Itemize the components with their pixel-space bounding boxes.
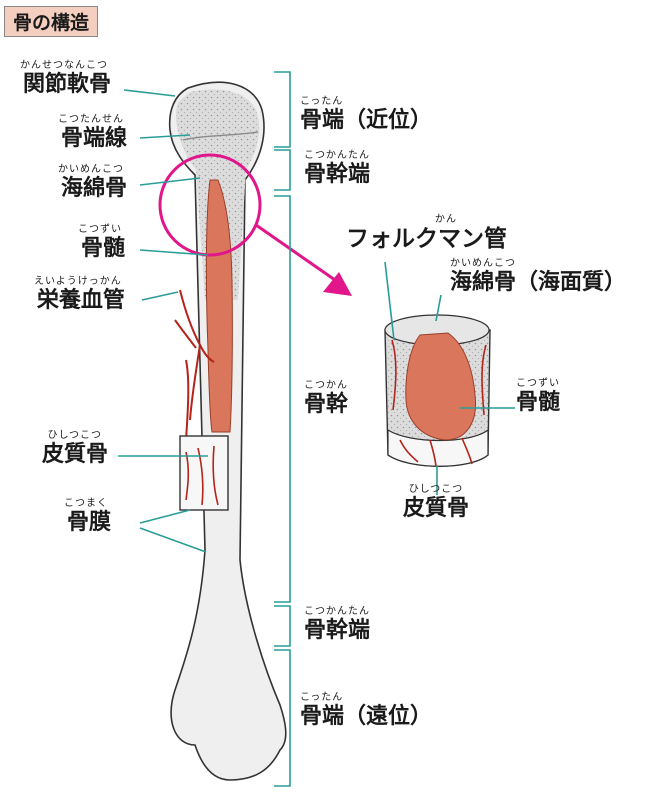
label-ruby: ひしつこつ [47,430,103,441]
label-ruby: こつたんせん [58,114,124,125]
label-text: 骨髄 [80,236,125,261]
epiphyseal-line-mark [182,131,259,141]
region-text: 骨幹 [304,392,349,417]
detail-cylinder [384,314,491,467]
detail-label-volkmann: かん フォルクマン管 [346,214,507,252]
region-text: 骨端（近位） [300,108,433,133]
region-ruby: こつかんたん [304,606,370,617]
label-text: 海綿骨 [60,176,127,201]
nutrient-vessels [174,289,215,441]
label-epiphyseal-line: こつたんせん 骨端線 [58,114,130,152]
region-metaphysis-top: こつかんたん 骨幹端 [304,150,370,188]
label-articular-cartilage: かんせつなんこつ 関節軟骨 [20,60,114,98]
detail-label-compact: ひしつこつ 皮質骨 [403,484,469,522]
label-ruby: えいようけっかん [34,276,122,287]
label-marrow: こつずい 骨髄 [78,224,128,262]
leader-lines [118,89,209,553]
region-ruby: こったん [300,96,344,107]
region-text: 骨幹端 [304,618,371,643]
region-text: 骨幹端 [304,162,371,187]
page-title: 骨の構造 [4,6,99,37]
detail-ruby: かいめんこつ [450,258,516,269]
region-ruby: こつかんたん [304,150,370,161]
label-text: 骨膜 [66,510,111,535]
label-ruby: かんせつなんこつ [20,60,108,71]
detail-label-marrow: こつずい 骨髄 [516,378,560,416]
detail-text: 海綿骨（海面質） [450,270,627,295]
label-text: 骨端線 [60,126,127,151]
region-text: 骨端（遠位） [300,704,433,729]
label-text: 栄養血管 [36,288,125,313]
detail-marrow [405,332,477,441]
label-nutrient-artery: えいようけっかん 栄養血管 [34,276,128,314]
region-diaphysis: こつかん 骨幹 [304,380,348,418]
label-compact-bone: ひしつこつ 皮質骨 [42,430,108,468]
label-text: 皮質骨 [42,442,109,467]
label-text: 関節軟骨 [22,72,111,97]
region-proximal-epiphysis: こったん 骨端（近位） [300,96,432,134]
detail-label-spongy: かいめんこつ 海綿骨（海面質） [450,258,626,296]
label-spongy-bone: かいめんこつ 海綿骨 [58,164,130,202]
zoom-arrowhead [323,272,352,296]
label-ruby: かいめんこつ [58,164,124,175]
zoom-circle [158,153,262,257]
label-ruby: こつずい [78,224,122,235]
region-ruby: こったん [300,692,344,703]
region-ruby: こつかん [304,380,348,391]
region-brackets [274,71,291,787]
region-metaphysis-bottom: こつかんたん 骨幹端 [304,606,370,644]
detail-ruby: かん [435,214,457,225]
detail-ruby: こつずい [516,378,560,389]
detail-text: 皮質骨 [403,496,470,521]
detail-ruby: ひしつこつ [408,484,464,495]
label-ruby: こつまく [64,498,108,509]
marrow-cavity [205,179,233,433]
compact-cutaway [179,435,229,511]
detail-text: フォルクマン管 [346,226,507,252]
detail-text: 骨髄 [516,390,561,415]
region-distal-epiphysis: こったん 骨端（遠位） [300,692,432,730]
spongy-bone-region [176,89,260,170]
label-periosteum: こつまく 骨膜 [64,498,114,536]
